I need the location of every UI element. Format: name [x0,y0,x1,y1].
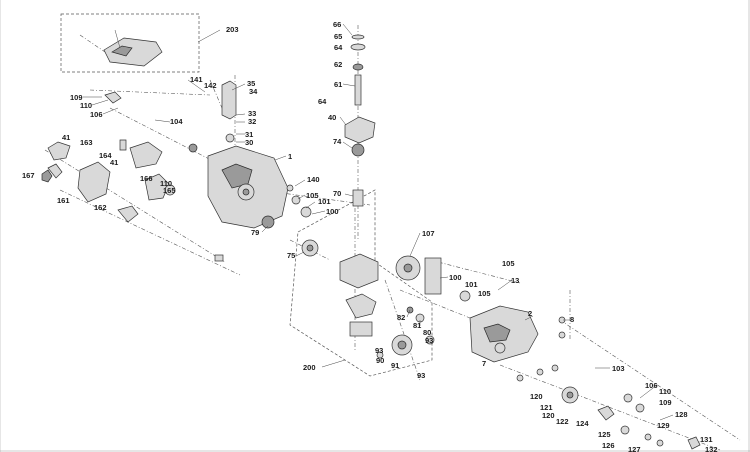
callout-122: 122 [556,417,569,426]
callout-8: 8 [570,315,574,324]
callout-128: 128 [675,410,688,419]
callout-75: 75 [287,251,295,260]
callout-121: 121 [540,403,553,412]
left-parts-cluster [41,91,224,262]
callout-103: 103 [612,364,625,373]
callout-30: 30 [245,138,253,147]
callout-35: 35 [247,79,255,88]
callout-41: 41 [110,158,118,167]
main-housing-1 [207,80,319,257]
callout-70: 70 [333,189,341,198]
callout-100: 100 [326,207,339,216]
callout-141: 141 [190,75,203,84]
callout-74: 74 [333,137,342,146]
callout-33: 33 [248,109,256,118]
subassembly-frame-200 [289,189,433,377]
callout-90: 90 [376,356,384,365]
callout-162: 162 [94,203,107,212]
callout-7: 7 [482,359,486,368]
centerlines [44,25,741,451]
callout-79: 79 [251,228,259,237]
callout-105: 105 [502,259,515,268]
callout-34: 34 [249,87,258,96]
callout-93: 93 [375,346,383,355]
center-subassembly [339,253,471,359]
callout-105: 105 [478,289,491,298]
lower-right-parts [516,364,701,450]
callout-81: 81 [413,321,421,330]
callout-163: 163 [80,138,93,147]
callout-labels: 2031411421091101061043534333231304116316… [22,20,718,452]
callout-142: 142 [204,81,217,90]
detail-box-203 [60,13,200,73]
callout-32: 32 [248,117,256,126]
callout-167: 167 [22,171,35,180]
callout-132: 132 [705,445,718,452]
leader-lines [83,23,674,421]
callout-1: 1 [288,152,292,161]
callout-93: 93 [417,371,425,380]
callout-64: 64 [318,97,327,106]
callout-203: 203 [226,25,239,34]
callout-106: 106 [645,381,658,390]
callout-13: 13 [511,276,519,285]
callout-106: 106 [90,110,103,119]
callout-66: 66 [333,20,341,29]
callout-93: 93 [425,336,433,345]
callout-82: 82 [397,313,405,322]
callout-124: 124 [576,419,589,428]
callout-80: 80 [423,328,431,337]
callout-101: 101 [318,197,331,206]
callout-164: 164 [99,151,112,160]
callout-120: 120 [542,411,555,420]
callout-110: 110 [659,387,671,396]
callout-65: 65 [334,32,342,41]
callout-41: 41 [62,133,70,142]
callout-166: 166 [140,174,153,183]
callout-161: 161 [57,196,70,205]
callout-109: 109 [70,93,83,102]
right-housing-2 [469,305,566,363]
callout-200: 200 [303,363,316,372]
callout-126: 126 [602,441,615,450]
callout-40: 40 [328,113,336,122]
callout-125: 125 [598,430,611,439]
callout-101: 101 [465,280,478,289]
callout-31: 31 [245,130,253,139]
callout-140: 140 [307,175,320,184]
callout-2: 2 [528,309,532,318]
vertical-shaft-stack [344,34,376,207]
callout-109: 109 [659,398,672,407]
callout-91: 91 [391,361,399,370]
callout-64: 64 [334,43,343,52]
callout-127: 127 [628,445,641,452]
callout-131: 131 [700,435,713,444]
callout-110: 110 [80,101,92,110]
callout-129: 129 [657,421,670,430]
callout-61: 61 [334,80,342,89]
callout-107: 107 [422,229,435,238]
callout-100: 100 [449,273,462,282]
callout-105: 105 [306,191,319,200]
callout-104: 104 [170,117,183,126]
callout-62: 62 [334,60,342,69]
callout-120: 120 [530,392,543,401]
callout-165: 165 [163,186,176,195]
callout-110: 110 [160,179,172,188]
